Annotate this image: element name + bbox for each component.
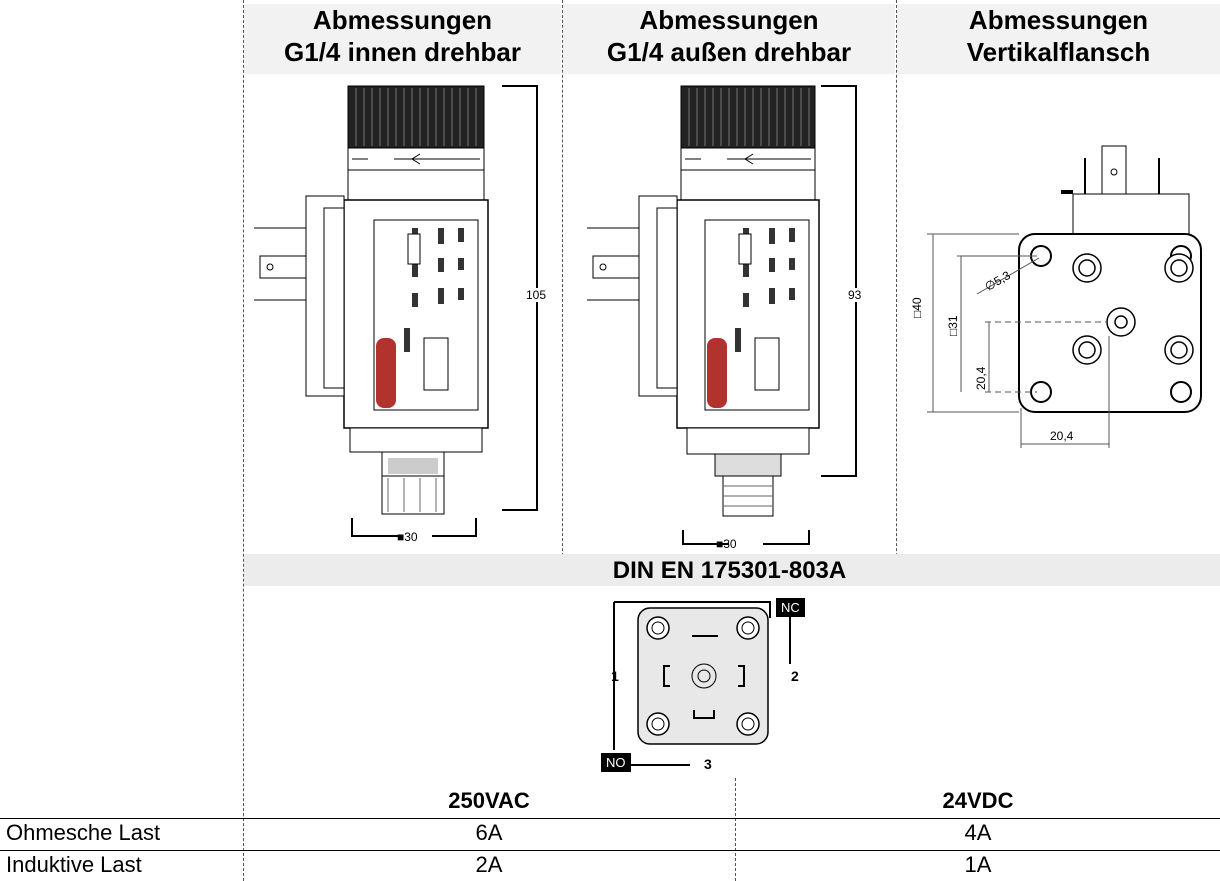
column-header-1: Abmessungen G1/4 innen drehbar xyxy=(244,4,561,74)
drawing-innen-drehbar xyxy=(254,85,538,537)
column-header-2-line2: G1/4 außen drehbar xyxy=(606,37,852,67)
grid-line-mid2 xyxy=(896,0,897,586)
column-header-2-line1: Abmessungen xyxy=(639,5,819,35)
column-header-1-line2: G1/4 innen drehbar xyxy=(284,37,521,67)
pin-3-label: 3 xyxy=(704,756,712,772)
dim-d40: □40 xyxy=(910,297,924,318)
column-header-3-line1: Abmessungen xyxy=(968,5,1149,35)
cell-ohmsch-dc: 4A xyxy=(964,820,992,845)
column-header-3-line2: Vertikalflansch xyxy=(966,37,1151,67)
table-rule-1 xyxy=(0,818,1220,819)
column-header-2: Abmessungen G1/4 außen drehbar xyxy=(563,4,895,74)
drawing-vertikalflansch xyxy=(927,145,1202,448)
din-title: DIN EN 175301-803A xyxy=(612,557,847,584)
din-band xyxy=(244,554,1220,586)
cell-induktiv-ac: 2A xyxy=(475,852,503,877)
cell-induktiv-dc: 1A xyxy=(964,852,992,877)
table-header-dc: 24VDC xyxy=(942,788,1014,813)
pin-1-label: 1 xyxy=(611,668,619,684)
row-label-induktiv: Induktive Last xyxy=(6,852,142,877)
cell-ohmsch-ac: 6A xyxy=(475,820,503,845)
dim-height-innen: 105 xyxy=(526,288,547,302)
connector-diagram xyxy=(613,601,791,766)
drawing-aussen-drehbar xyxy=(587,85,857,545)
dim-20-4-horizontal: 20,4 xyxy=(1050,429,1074,443)
grid-line-left xyxy=(243,0,244,881)
grid-line-table-mid xyxy=(735,778,736,881)
dim-20-4-vertical: 20,4 xyxy=(974,366,988,390)
tag-nc: NC xyxy=(776,598,805,617)
dim-height-aussen: 93 xyxy=(848,288,862,302)
tag-no: NO xyxy=(601,753,631,772)
table-header-ac: 250VAC xyxy=(448,788,530,813)
table-rule-2 xyxy=(0,850,1220,851)
dim-width-innen: ■30 xyxy=(397,530,418,544)
column-header-1-line1: Abmessungen xyxy=(312,5,493,35)
dim-width-aussen: ■30 xyxy=(716,537,737,551)
grid-line-mid1 xyxy=(562,0,563,586)
dim-d31: □31 xyxy=(946,315,960,336)
column-header-3: Abmessungen Vertikalflansch xyxy=(897,4,1220,74)
pin-2-label: 2 xyxy=(791,668,799,684)
row-label-ohmsch: Ohmesche Last xyxy=(6,820,161,845)
